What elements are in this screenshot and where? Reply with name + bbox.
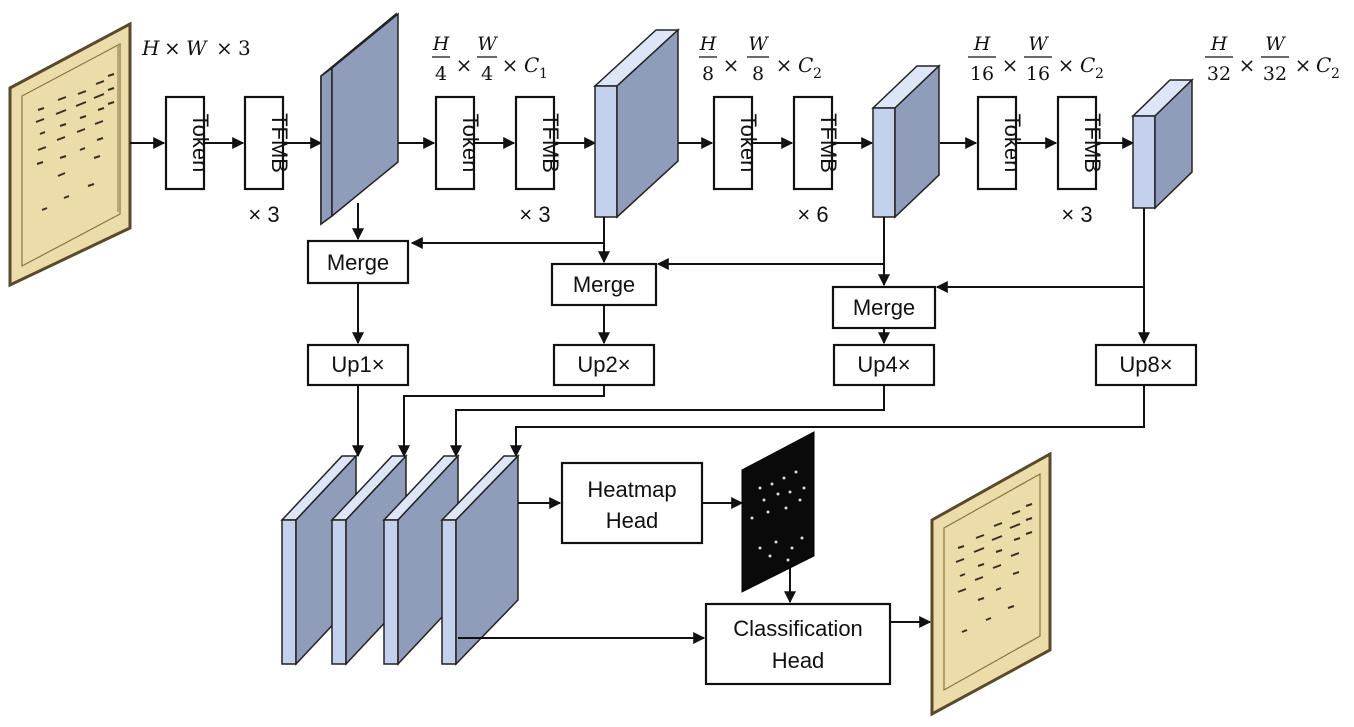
svg-text:3: 3: [238, 36, 251, 60]
feature-map-2: [593, 28, 680, 219]
svg-text:×: ×: [776, 53, 793, 77]
stage-2: Token TFMB × 3 H 8 × W 8 × C 2: [434, 28, 822, 227]
svg-text:W: W: [748, 33, 769, 55]
stage-1-dims: H 4 × W 4 × C 1: [432, 33, 548, 85]
svg-text:16: 16: [970, 63, 994, 85]
svg-text:H: H: [432, 33, 450, 55]
svg-text:Up2×: Up2×: [577, 352, 630, 377]
tfmb-block-2: [514, 95, 556, 191]
stage-2-dims: H 8 × W 8 × C 2: [699, 33, 822, 85]
tfmb-block-1: [243, 95, 285, 191]
svg-text:×: ×: [1058, 53, 1075, 77]
input-dims-label: H × W × 3: [141, 36, 251, 60]
svg-text:×: ×: [164, 36, 181, 60]
feature-map-1: [320, 12, 399, 226]
stage-4-dims: H 32 × W 32 × C 2: [1205, 33, 1340, 85]
head-wiring: [458, 497, 932, 644]
svg-text:×: ×: [216, 36, 233, 60]
token-block-1: [164, 95, 206, 191]
svg-text:H: H: [141, 36, 160, 60]
tfmb-label-2: TFMB: [538, 113, 563, 173]
heatmap-head: Heatmap Head: [560, 461, 704, 545]
svg-text:4: 4: [435, 63, 447, 85]
svg-text:×: ×: [456, 53, 473, 77]
stage-3-dims: H 16 × W 16 × C 2: [968, 33, 1104, 85]
tfmb-repeat-3: × 6: [797, 202, 828, 227]
svg-text:×: ×: [502, 53, 519, 77]
token-block-3: [712, 95, 754, 191]
svg-text:8: 8: [702, 63, 714, 85]
tfmb-repeat-1: × 3: [248, 202, 279, 227]
svg-text:4: 4: [481, 63, 493, 85]
up-block-2: Up2×: [552, 343, 656, 387]
heatmap-output: [741, 431, 815, 593]
svg-text:×: ×: [1239, 53, 1256, 77]
tfmb-label-3: TFMB: [816, 113, 841, 173]
svg-text:16: 16: [1026, 63, 1050, 85]
svg-text:32: 32: [1207, 63, 1231, 85]
svg-text:×: ×: [1295, 53, 1312, 77]
stage-4: Token TFMB × 3 H 32 × W 32 × C 2: [976, 33, 1340, 227]
svg-text:Merge: Merge: [327, 250, 389, 275]
svg-text:Up1×: Up1×: [331, 352, 384, 377]
svg-text:Heatmap: Heatmap: [587, 477, 676, 502]
svg-text:2: 2: [1331, 66, 1340, 82]
feature-map-4: [1131, 78, 1194, 210]
svg-text:H: H: [699, 33, 717, 55]
svg-text:Classification: Classification: [733, 616, 863, 641]
svg-text:×: ×: [1002, 53, 1019, 77]
merge-block-1: Merge: [306, 239, 410, 285]
merge-block-3: Merge: [831, 285, 937, 330]
merge-block-2: Merge: [550, 262, 658, 307]
svg-text:W: W: [186, 36, 208, 60]
token-label-3: Token: [736, 114, 761, 173]
upsample-wiring: [352, 385, 1145, 458]
tfmb-label-1: TFMB: [267, 113, 292, 173]
svg-text:2: 2: [1095, 66, 1104, 82]
up-block-3: Up4×: [832, 343, 936, 387]
svg-text:Up8×: Up8×: [1119, 352, 1172, 377]
token-block-2: [434, 95, 476, 191]
svg-text:Up4×: Up4×: [857, 352, 910, 377]
svg-text:W: W: [1028, 33, 1049, 55]
svg-text:Merge: Merge: [853, 295, 915, 320]
svg-text:Merge: Merge: [573, 272, 635, 297]
token-label-4: Token: [1000, 114, 1025, 173]
up-block-4: Up8×: [1094, 343, 1198, 387]
svg-text:W: W: [477, 33, 498, 55]
fused-map-4: [440, 454, 520, 666]
up-block-1: Up1×: [306, 343, 410, 387]
svg-text:W: W: [1265, 33, 1286, 55]
svg-text:C: C: [1316, 53, 1331, 77]
tfmb-label-4: TFMB: [1080, 113, 1105, 173]
tfmb-repeat-2: × 3: [519, 202, 550, 227]
token-block-4: [976, 95, 1018, 191]
fused-feature-stack: [280, 454, 520, 666]
input-document-image: [8, 21, 132, 288]
feature-map-3: [871, 64, 941, 219]
svg-text:1: 1: [539, 66, 548, 82]
svg-text:C: C: [1080, 53, 1095, 77]
svg-text:C: C: [524, 53, 539, 77]
classification-head: Classification Head: [704, 602, 892, 686]
stage-3: Token TFMB × 6 H 16 × W 16 × C 2: [712, 33, 1104, 227]
svg-text:Head: Head: [772, 648, 825, 673]
svg-text:Head: Head: [606, 508, 659, 533]
svg-text:×: ×: [723, 53, 740, 77]
svg-text:8: 8: [752, 63, 764, 85]
tfmb-block-4: [1056, 95, 1098, 191]
stage-1: Token TFMB × 3 H 4 × W 4 × C 1: [164, 12, 548, 227]
merge-wiring: [352, 203, 1150, 345]
svg-text:H: H: [1210, 33, 1228, 55]
token-label-2: Token: [458, 114, 483, 173]
svg-text:H: H: [973, 33, 991, 55]
output-document-image: [930, 451, 1052, 717]
tfmb-block-3: [792, 95, 834, 191]
tfmb-repeat-4: × 3: [1061, 202, 1092, 227]
svg-text:2: 2: [813, 66, 822, 82]
svg-text:C: C: [798, 53, 813, 77]
token-label-1: Token: [188, 114, 213, 173]
svg-text:32: 32: [1263, 63, 1287, 85]
